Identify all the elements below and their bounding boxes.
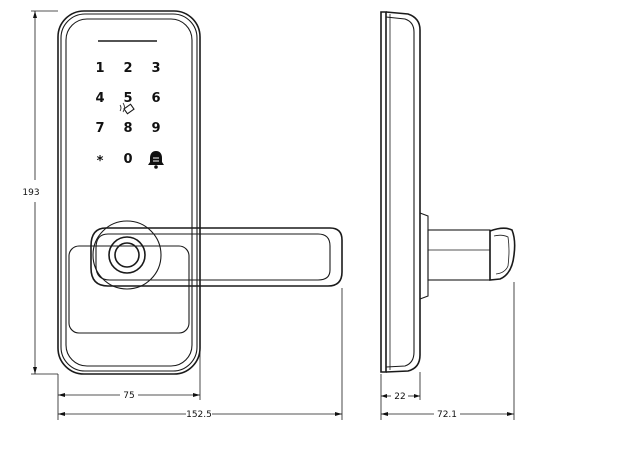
key-7: 7	[95, 121, 104, 136]
dim-overall-width: 152.5	[186, 410, 212, 420]
key-8: 8	[123, 121, 132, 136]
rfid-card-icon	[119, 102, 135, 115]
dim-side-depth: 72.1	[437, 410, 457, 420]
side-body-back	[380, 11, 387, 373]
key-0: 0	[123, 152, 132, 167]
side-lever-end-inner	[493, 234, 510, 275]
handle-rose	[92, 220, 162, 290]
dim-height: 193	[22, 188, 39, 198]
front-view: 1 2 3 4 5 6 7 8 9 * 0	[57, 10, 343, 375]
handle-lever-outer	[90, 227, 343, 287]
dim-front-width: 75	[123, 391, 134, 401]
key-4: 4	[95, 91, 104, 106]
key-star: *	[97, 154, 104, 169]
key-1: 1	[95, 61, 104, 76]
key-5: 5	[123, 91, 132, 106]
fingerprint-sensor-ring	[108, 236, 146, 274]
side-lever-end	[489, 227, 516, 281]
front-body-outer	[57, 10, 201, 375]
lower-plate	[68, 245, 190, 334]
dimension-lines: 193 75 152.5 22 72.1	[22, 10, 515, 420]
key-6: 6	[151, 91, 160, 106]
lever-handle	[90, 220, 343, 290]
front-body-mid	[60, 13, 198, 372]
side-spindle	[427, 229, 491, 281]
bell-icon	[148, 151, 164, 169]
key-9: 9	[151, 121, 160, 136]
keypad: 1 2 3 4 5 6 7 8 9 * 0	[95, 61, 164, 169]
key-3: 3	[151, 61, 160, 76]
fingerprint-sensor	[114, 242, 140, 268]
side-body-inner	[385, 16, 415, 368]
side-rose	[419, 212, 429, 300]
dim-side-thickness: 22	[394, 392, 405, 402]
key-2: 2	[123, 61, 132, 76]
front-body-inner	[65, 18, 193, 367]
side-body-profile	[385, 11, 421, 373]
side-view	[380, 11, 516, 373]
handle-lever-inner	[95, 233, 331, 281]
